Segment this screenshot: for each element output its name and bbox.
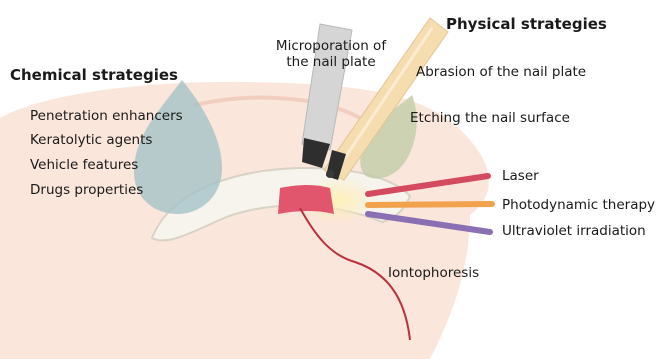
chemical-item-drugs-properties: Drugs properties — [30, 182, 143, 198]
chemical-item-keratolytic-agents: Keratolytic agents — [30, 132, 152, 148]
abrasion-label: Abrasion of the nail plate — [416, 64, 586, 80]
laser-label: Laser — [502, 168, 539, 184]
ultraviolet-irradiation-label: Ultraviolet irradiation — [502, 223, 646, 239]
drug-patch — [278, 185, 334, 214]
microporation-label-line1: Microporation of — [266, 38, 396, 54]
chemical-strategies-heading: Chemical strategies — [10, 66, 178, 84]
chemical-item-vehicle-features: Vehicle features — [30, 157, 138, 173]
microporation-label-line2: the nail plate — [266, 54, 396, 70]
physical-strategies-heading: Physical strategies — [446, 15, 607, 33]
photodynamic-therapy-label: Photodynamic therapy — [502, 197, 655, 213]
microporation-label: Microporation of the nail plate — [266, 38, 396, 70]
photodynamic-beam — [368, 204, 492, 205]
chemical-item-penetration-enhancers: Penetration enhancers — [30, 108, 183, 124]
etching-label: Etching the nail surface — [410, 110, 570, 126]
iontophoresis-label: Iontophoresis — [388, 265, 479, 281]
